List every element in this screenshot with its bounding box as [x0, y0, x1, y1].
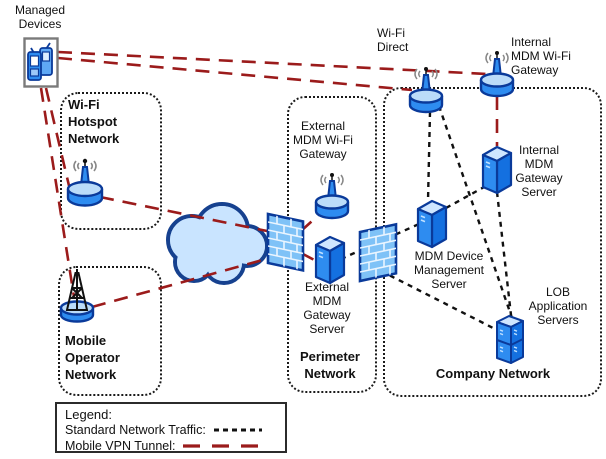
inner-firewall-icon	[356, 219, 400, 289]
legend-standard-label: Standard Network Traffic:	[65, 423, 206, 437]
external-mdm-gateway-server-label: External MDM Gateway Server	[303, 280, 351, 336]
mdm-device-management-server-label: MDM Device Management Server	[413, 249, 485, 291]
wifi-direct-label: Wi-Fi Direct	[377, 26, 409, 54]
perimeter-network-label: Perimeter Network	[300, 349, 360, 381]
wifi-hotspot-network-label: Wi-Fi Hotspot Network	[68, 97, 120, 146]
wifi-hotspot-ap-icon	[64, 153, 106, 207]
company-network-label: Company Network	[435, 366, 551, 381]
legend-box: Legend: Standard Network Traffic: Mobile…	[55, 402, 287, 453]
managed-devices-label: Managed Devices	[14, 3, 66, 31]
internal-mdm-wifi-gateway-icon	[477, 46, 517, 98]
wifi-direct-ap-icon	[406, 62, 446, 114]
lob-application-servers-icon	[493, 310, 535, 366]
internal-mdm-gateway-server-label: Internal MDM Gateway Server	[515, 143, 563, 199]
vpn-tunnel-line-sample	[183, 444, 266, 448]
external-mdm-wifi-gateway-label: External MDM Wi-Fi Gateway	[293, 119, 353, 161]
managed-devices-icon	[23, 37, 59, 88]
mobile-operator-network-box	[58, 266, 162, 396]
cell-tower-icon	[57, 268, 97, 324]
external-mdm-gateway-server-icon	[312, 233, 348, 285]
external-mdm-wifi-gateway-icon	[312, 168, 352, 220]
standard-traffic-lines	[340, 105, 514, 333]
outer-firewall-icon	[265, 210, 307, 280]
legend-title: Legend:	[65, 406, 112, 422]
internet-cloud-icon	[166, 202, 269, 285]
wifi-hotspot-network-box	[60, 92, 162, 230]
mdm-device-management-server-icon	[414, 197, 450, 249]
lob-application-servers-label: LOB Application Servers	[528, 285, 588, 327]
internal-mdm-gateway-server-icon	[479, 143, 515, 195]
internal-mdm-wifi-gateway-label: Internal MDM Wi-Fi Gateway	[511, 35, 571, 77]
mobile-operator-network-label: Mobile Operator Network	[65, 333, 120, 382]
standard-traffic-line-sample	[213, 428, 262, 432]
legend-vpn-label: Mobile VPN Tunnel:	[65, 439, 176, 453]
